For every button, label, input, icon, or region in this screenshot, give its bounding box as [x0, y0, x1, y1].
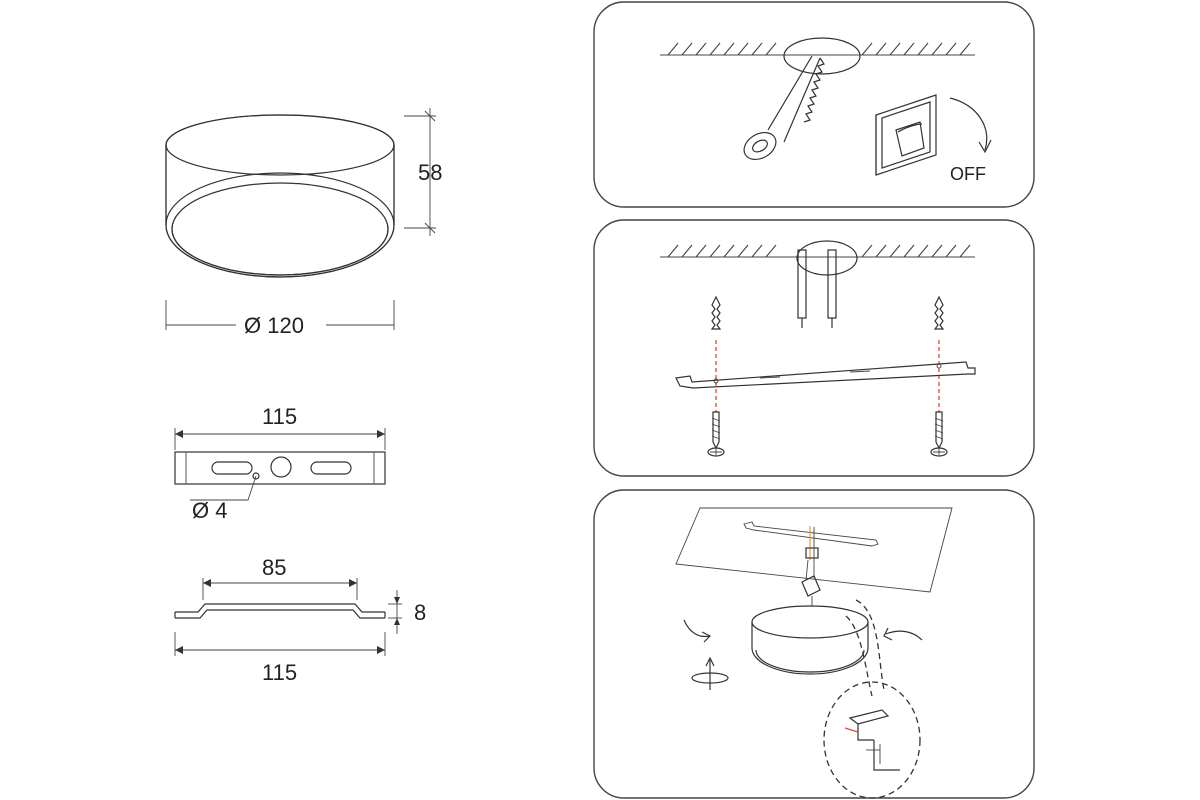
plate-center-hole — [270, 456, 292, 478]
lamp-dimension-view: 58 Ø 120 — [165, 108, 442, 338]
rotate-arrow — [683, 619, 711, 638]
mounting-plate-view: 115 Ø 4 — [174, 404, 386, 523]
bracket-depth-label: 8 — [414, 600, 426, 625]
ceiling-hole — [783, 37, 861, 75]
turn-off-arrow — [949, 97, 988, 151]
bracket-inner-width-label: 85 — [262, 555, 286, 580]
lamp-body-small — [751, 605, 869, 675]
wall-plug-left — [710, 295, 722, 330]
hole-saw-icon — [743, 55, 825, 161]
plate-slot-right — [310, 461, 352, 475]
plate-slot-left — [211, 461, 253, 475]
hole-diameter-label: Ø 4 — [192, 498, 227, 523]
wall-plug-right — [933, 295, 945, 330]
diameter-dimension-label: Ø 120 — [244, 313, 304, 338]
twist-lock-icon — [691, 656, 729, 690]
mounting-plate — [174, 451, 386, 485]
step-1-panel: OFF — [593, 1, 1035, 208]
step-2-panel — [593, 219, 1035, 477]
connector — [801, 575, 821, 597]
mounting-plate-perspective — [675, 361, 976, 389]
terminal-block — [805, 547, 819, 559]
height-dimension-label: 58 — [418, 160, 442, 185]
bracket-width-label: 115 — [262, 660, 297, 685]
switch-off-label: OFF — [950, 164, 986, 184]
step-3-panel — [593, 489, 1035, 799]
wall-switch-icon — [875, 94, 937, 176]
bracket-detail — [844, 709, 900, 771]
screw-left — [707, 411, 725, 457]
ceiling-plane — [675, 507, 953, 593]
insert-arrow — [885, 630, 923, 641]
screw-right — [930, 411, 948, 457]
supply-wires — [797, 249, 837, 328]
plate-width-label: 115 — [262, 404, 297, 429]
detail-callout — [823, 681, 921, 799]
bracket-side-view: 85 8 115 — [174, 555, 426, 685]
